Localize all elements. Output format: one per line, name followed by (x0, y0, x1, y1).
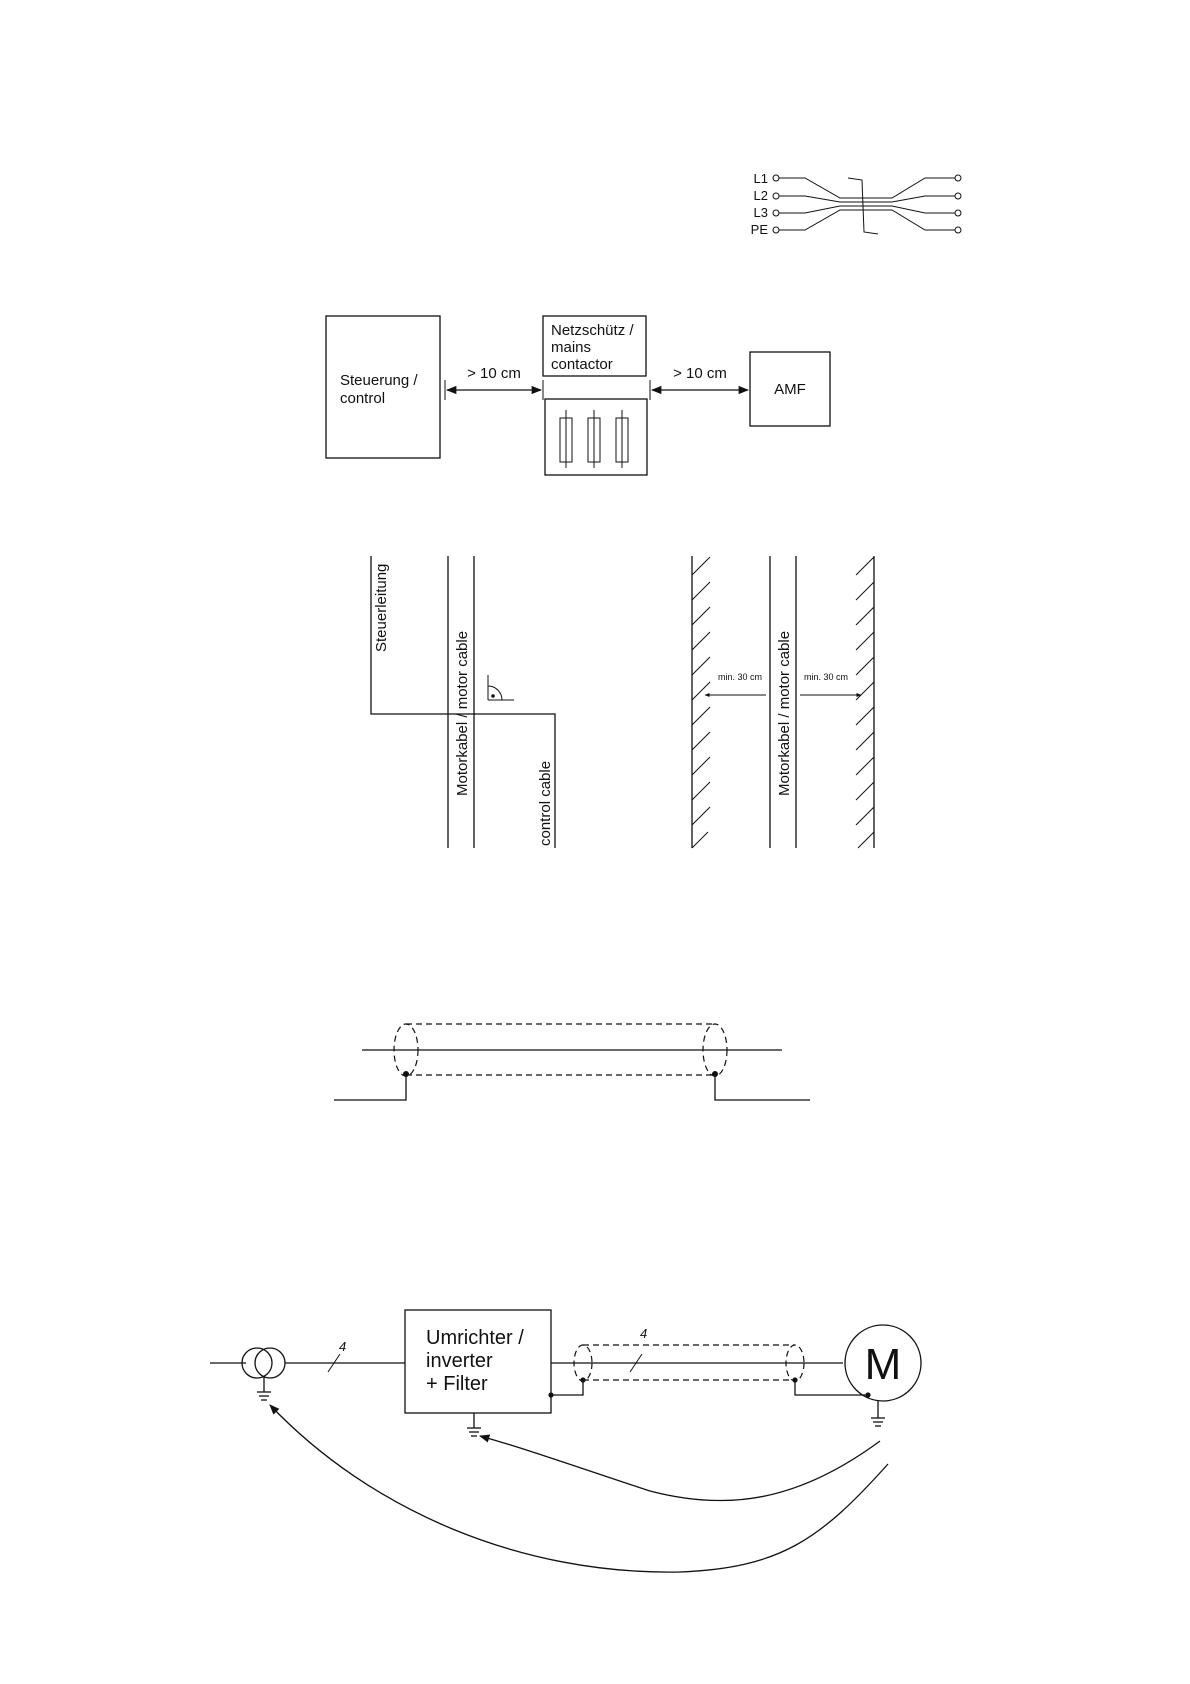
motor-cable-label: Motorkabel / motor cable (776, 631, 793, 796)
transformer-icon (242, 1348, 285, 1378)
conductor-label-l2: L2 (754, 188, 768, 203)
amf-label: AMF (774, 381, 806, 398)
inverter-label-line3: + Filter (426, 1373, 488, 1395)
motor-ground-symbol (871, 1401, 885, 1426)
control-box-line2: control (340, 390, 385, 407)
conductor-label-l1: L1 (754, 171, 768, 186)
distance-label-right: > 10 cm (673, 365, 727, 382)
conductor-count-mains: 4 (339, 1339, 346, 1354)
system-wiring-diagram: 4 Umrichter / inverter + Filter 4 (210, 1310, 921, 1572)
wall-hatching-left (692, 557, 710, 848)
mains-contactor-line1: Netzschütz / (551, 322, 634, 339)
cable-spacing-diagram: Motorkabel / motor cable min. 30 cm min.… (692, 556, 874, 848)
wall-hatching-right (856, 557, 874, 848)
cable-crossing-diagram: Steuerleitung control cable Motorkabel /… (371, 556, 555, 848)
control-line-label-de: Steuerleitung (373, 564, 390, 652)
shield-contact-inverter-end (580, 1377, 585, 1382)
spacing-label-right: min. 30 cm (804, 672, 848, 682)
terminal-dots (773, 175, 961, 233)
distance-label-left: > 10 cm (467, 365, 521, 382)
mains-contactor-line2: mains (551, 339, 591, 356)
return-path-to-transformer (270, 1405, 888, 1572)
spacing-label-left: min. 30 cm (718, 672, 762, 682)
ground-lead-right (715, 1074, 810, 1100)
inverter-label-line2: inverter (426, 1350, 493, 1372)
twisted-conductors-diagram: L1 L2 L3 PE (751, 171, 961, 237)
shield-bond-motor (795, 1380, 868, 1395)
conductor-label-l3: L3 (754, 205, 768, 220)
shielded-cable-diagram (334, 1024, 810, 1100)
inverter-label-line1: Umrichter / (426, 1327, 524, 1349)
return-path-to-inverter (480, 1436, 880, 1501)
right-angle-symbol (488, 675, 514, 700)
control-line-label-en: control cable (537, 761, 554, 846)
transformer-ground-symbol (257, 1376, 271, 1400)
inverter-ground-symbol (467, 1413, 481, 1436)
motor-label: M (865, 1340, 902, 1389)
mains-contactor-line3: contactor (551, 356, 613, 373)
separation-diagram: Steuerung / control Netzschütz / mains c… (326, 316, 830, 475)
control-box-line1: Steuerung / (340, 372, 418, 389)
bundled-conductors (779, 178, 955, 234)
conductor-label-pe: PE (751, 222, 769, 237)
shield-bond-inverter (551, 1380, 583, 1395)
motor-cable-label: Motorkabel / motor cable (454, 631, 471, 796)
ground-lead-left (334, 1074, 406, 1100)
conductor-count-motor: 4 (640, 1326, 647, 1341)
